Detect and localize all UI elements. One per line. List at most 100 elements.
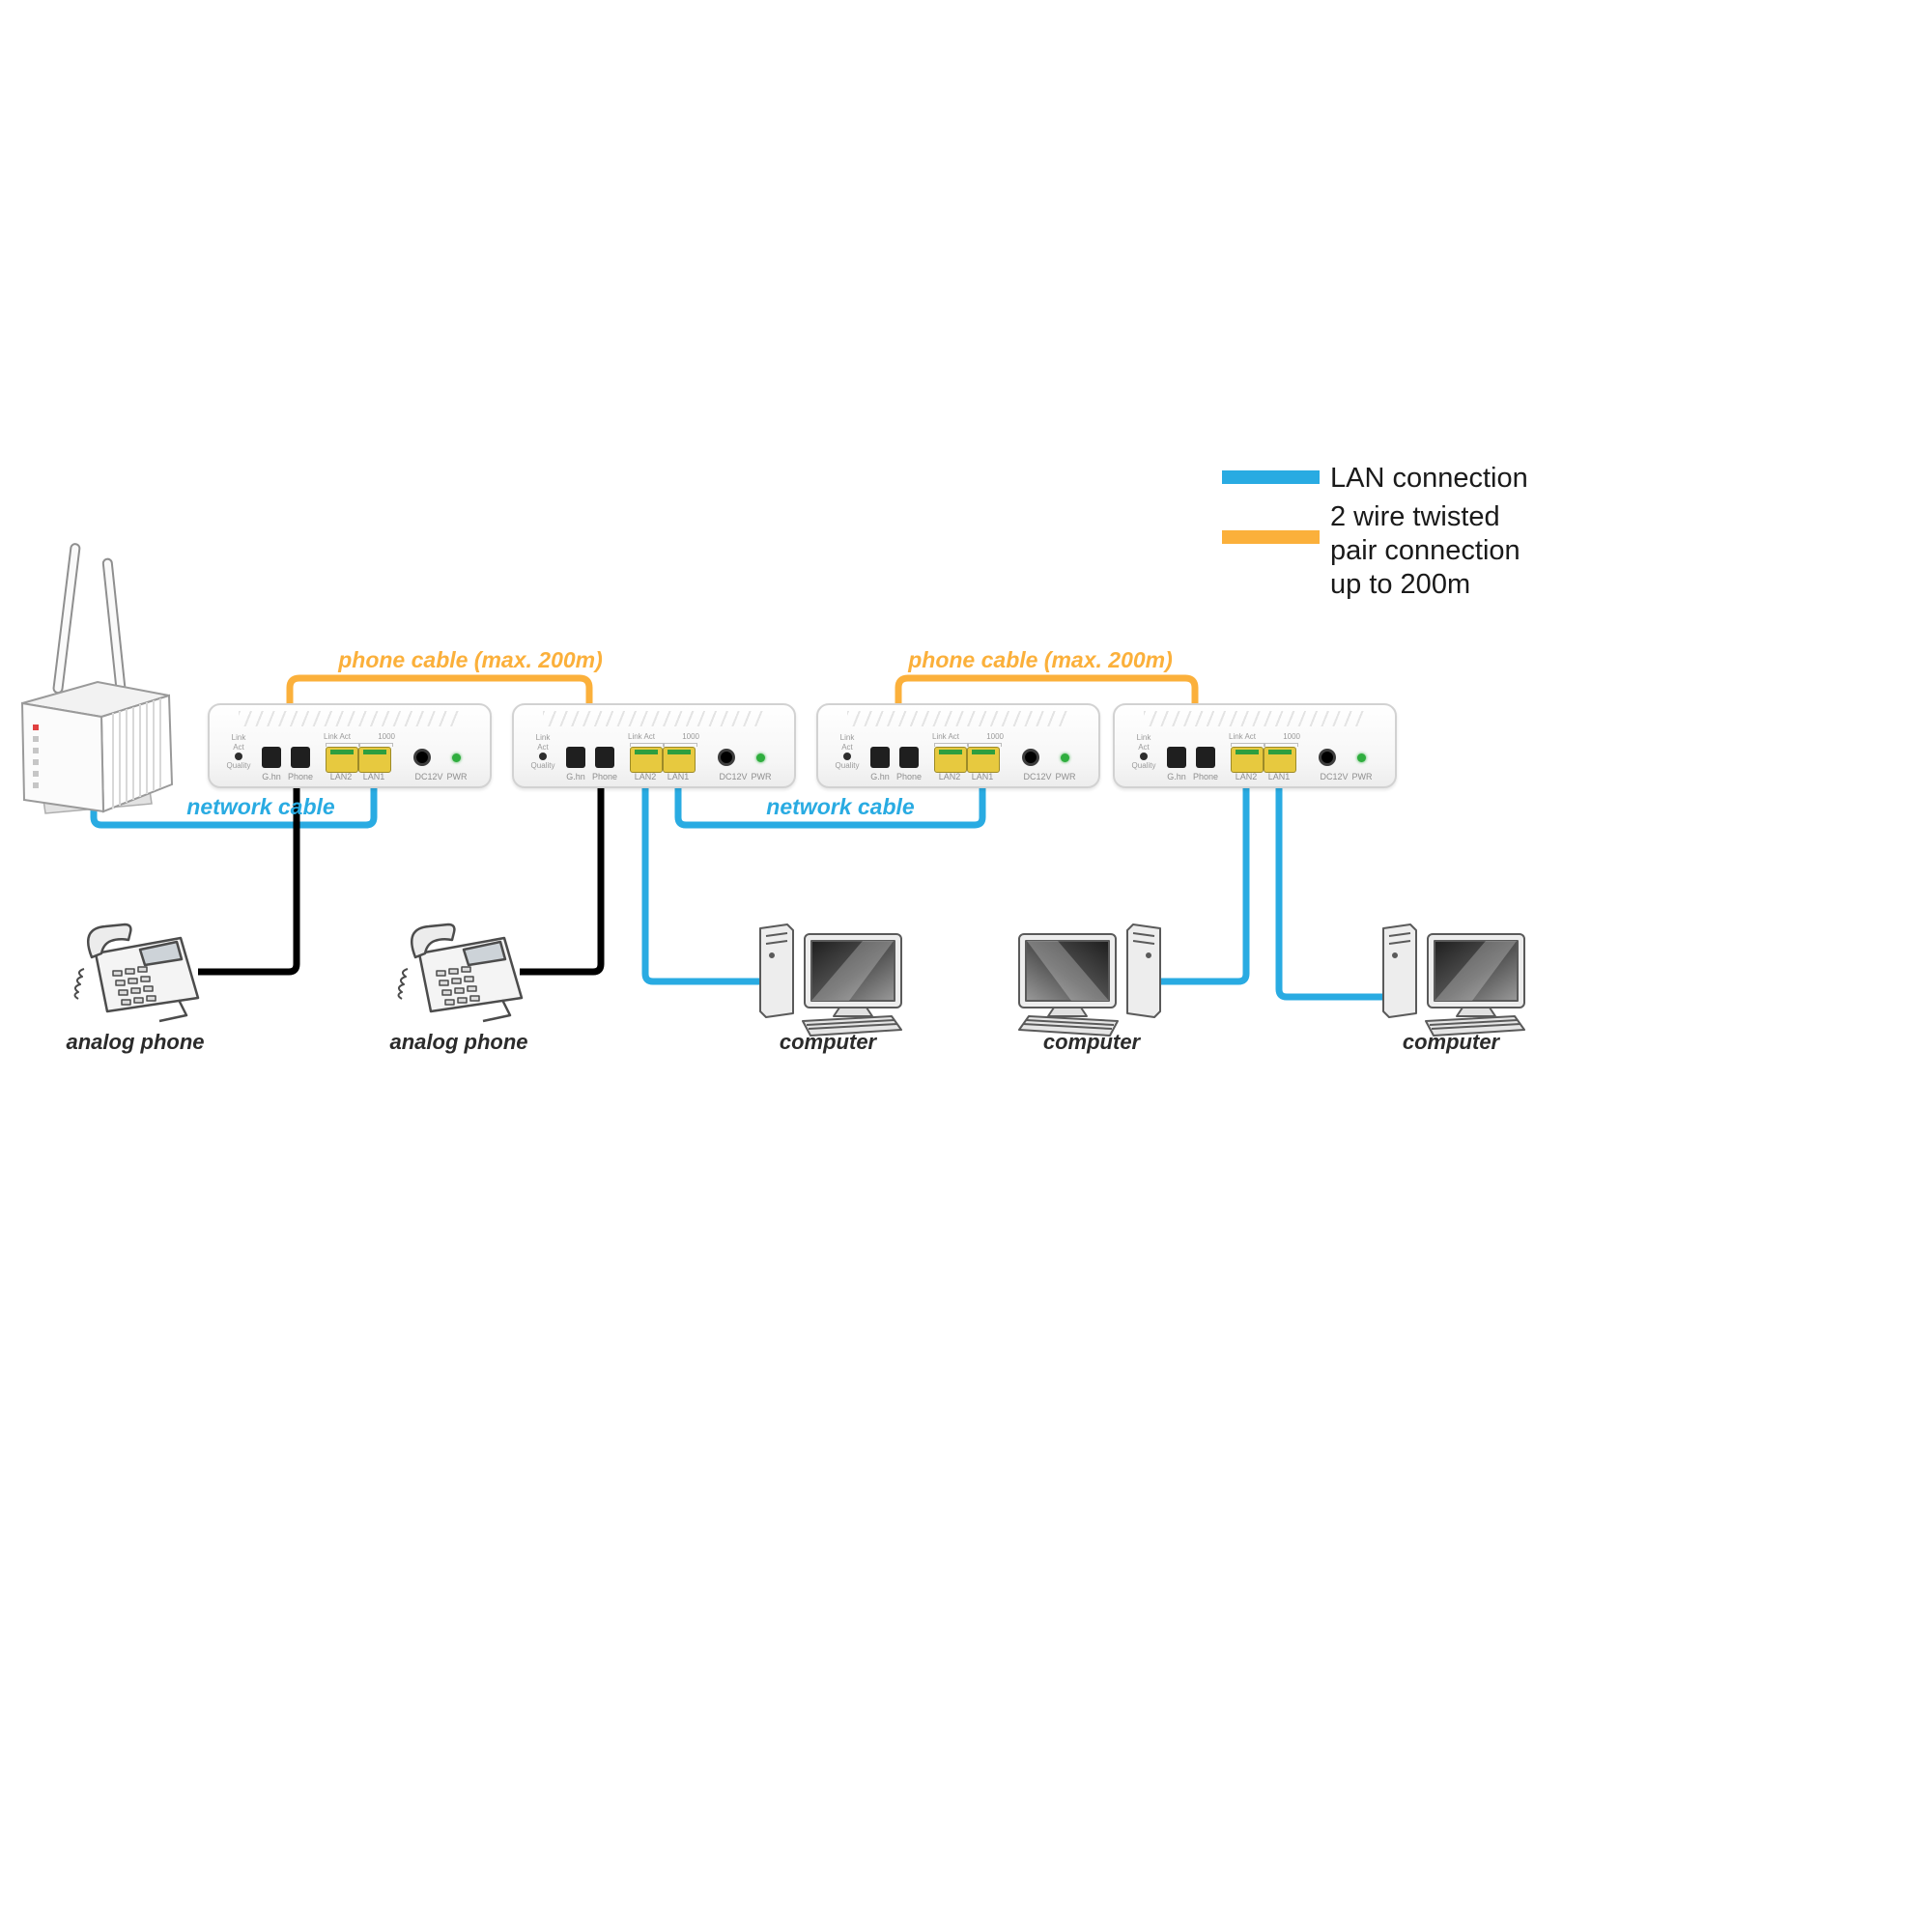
ghn-port: [262, 747, 281, 768]
lan2-port-label: LAN2: [938, 772, 961, 781]
analog-phone-1-label: analog phone: [66, 1030, 205, 1054]
network-cable-label-1: network cable: [186, 794, 335, 819]
lan2-port-label: LAN2: [329, 772, 353, 781]
phone-port-label: Phone: [895, 772, 923, 781]
router-vents: [112, 698, 161, 809]
vent-grille: [847, 711, 1069, 726]
act-label: Act: [233, 743, 244, 752]
analog-phone-1: [63, 913, 208, 1031]
lan1-port-label: LAN1: [971, 772, 994, 781]
lan-linkact-label: Link Act: [324, 732, 352, 741]
quality-label: Quality: [226, 761, 251, 770]
lan-connection-swatch: [1222, 470, 1320, 484]
phone-port: [899, 747, 919, 768]
twisted-pair-label: 2 wire twisted pair connection up to 200…: [1330, 500, 1520, 602]
act-label: Act: [537, 743, 549, 752]
phone-port: [595, 747, 614, 768]
computer-1-label: computer: [779, 1030, 877, 1054]
analog-phone-art: [397, 923, 524, 1023]
quality-led-block: Link Act Quality: [524, 733, 562, 770]
twisted-pair-swatch: [1222, 530, 1320, 544]
computer-3-label: computer: [1402, 1030, 1500, 1054]
lan2-port: [934, 747, 967, 773]
lan1-bracket: [1264, 743, 1298, 747]
lan1-port: [967, 747, 1000, 773]
dc12v-label: DC12V: [719, 772, 748, 781]
lan2-bracket: [630, 743, 665, 747]
pwr-label: PWR: [1055, 772, 1076, 781]
vent-grille: [543, 711, 765, 726]
router-antennas: [52, 543, 127, 695]
adapter-port-panel: Link Act Quality Link Act 1000 G.hn Phon…: [522, 732, 786, 782]
adapter-port-panel: Link Act Quality Link Act 1000 G.hn Phon…: [1122, 732, 1387, 782]
lan2-bracket: [1231, 743, 1265, 747]
ghn-adapter-4: Link Act Quality Link Act 1000 G.hn Phon…: [1113, 703, 1397, 788]
phone-cable-label-2: phone cable (max. 200m): [908, 647, 1173, 672]
computer-2: [1012, 913, 1172, 1040]
link-label: Link: [839, 733, 855, 742]
dc12v-label: DC12V: [414, 772, 443, 781]
power-led: [1357, 753, 1366, 762]
lan1-port: [358, 747, 391, 773]
lan-cable-adapter2-computer1: [641, 779, 773, 985]
lan2-port-label: LAN2: [1235, 772, 1258, 781]
phone-port-label: Phone: [287, 772, 314, 781]
lan-linkact-label: Link Act: [1229, 732, 1257, 741]
computer-art: [1382, 923, 1525, 1037]
lan1-bracket: [358, 743, 393, 747]
lan1-port-label: LAN1: [362, 772, 385, 781]
power-led: [756, 753, 765, 762]
phone-cable-label-1: phone cable (max. 200m): [338, 647, 603, 672]
lan-linkact-label: Link Act: [628, 732, 656, 741]
pwr-label: PWR: [1351, 772, 1373, 781]
phone-port-label: Phone: [1192, 772, 1219, 781]
network-cable-label-2: network cable: [766, 794, 915, 819]
dc-power-jack: [1022, 749, 1039, 766]
network-cable-router-adapter1: [90, 779, 378, 829]
lan2-port-label: LAN2: [634, 772, 657, 781]
lan-cable-adapter4-computer2: [1145, 779, 1250, 985]
quality-label: Quality: [835, 761, 860, 770]
router-body: [20, 680, 174, 814]
vent-grille: [1144, 711, 1366, 726]
quality-led-block: Link Act Quality: [828, 733, 867, 770]
computer-art: [759, 923, 902, 1037]
network-cable-adapter2-adapter3: [674, 779, 986, 829]
phone-line-adapter2-phone2: [520, 779, 605, 976]
dc-power-jack: [413, 749, 431, 766]
lan-cable-adapter4-computer3: [1275, 779, 1401, 1001]
quality-led: [235, 753, 242, 760]
dc12v-label: DC12V: [1320, 772, 1349, 781]
lan-speed-label: 1000: [986, 732, 1004, 741]
dc-power-jack: [718, 749, 735, 766]
ghn-adapter-3: Link Act Quality Link Act 1000 G.hn Phon…: [816, 703, 1100, 788]
lan1-port: [663, 747, 696, 773]
power-led: [452, 753, 461, 762]
lan-speed-label: 1000: [682, 732, 699, 741]
phone-port-label: Phone: [591, 772, 618, 781]
link-label: Link: [535, 733, 551, 742]
lan2-port: [1231, 747, 1264, 773]
dc-power-jack: [1319, 749, 1336, 766]
ghn-adapter-1: Link Act Quality Link Act 1000 G.hn Phon…: [208, 703, 492, 788]
ghn-port-label: G.hn: [566, 772, 585, 781]
phone-line-adapter1-phone1: [198, 779, 300, 976]
wireless-router-art: [20, 543, 174, 814]
power-led: [1061, 753, 1069, 762]
lan1-bracket: [967, 743, 1002, 747]
pwr-label: PWR: [751, 772, 772, 781]
link-label: Link: [1136, 733, 1151, 742]
quality-led: [539, 753, 547, 760]
ghn-port-label: G.hn: [870, 772, 890, 781]
lan-linkact-label: Link Act: [932, 732, 960, 741]
quality-label: Quality: [530, 761, 555, 770]
vent-grille: [239, 711, 461, 726]
adapter-port-panel: Link Act Quality Link Act 1000 G.hn Phon…: [217, 732, 482, 782]
computer-2-label: computer: [1042, 1030, 1141, 1054]
phone-cable-1: [286, 674, 593, 720]
lan2-port: [630, 747, 663, 773]
quality-label: Quality: [1131, 761, 1156, 770]
phone-cable-2: [895, 674, 1199, 720]
